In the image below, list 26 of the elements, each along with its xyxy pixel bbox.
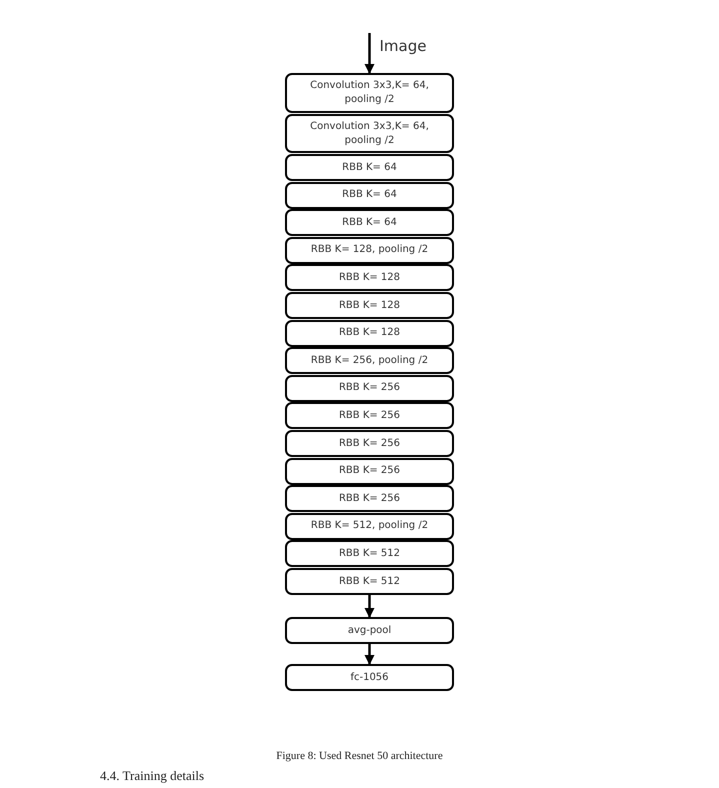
layer-box: RBB K= 512, pooling /2 xyxy=(285,512,454,540)
layer-box: Convolution 3x3,K= 64, pooling /2 xyxy=(285,114,454,153)
layer-box: RBB K= 128 xyxy=(285,292,454,319)
layer-box: RBB K= 256 xyxy=(285,430,454,457)
edge-label: Image xyxy=(380,37,426,55)
arrow xyxy=(364,595,374,618)
layer-box: RBB K= 512 xyxy=(285,568,454,595)
layer-box: RBB K= 256, pooling /2 xyxy=(285,347,454,374)
layer-box: fc-1056 xyxy=(285,664,454,691)
layer-box: RBB K= 64 xyxy=(285,209,454,236)
layer-box: RBB K= 64 xyxy=(285,182,454,209)
layer-box: RBB K= 64 xyxy=(285,154,454,181)
layer-box: Convolution 3x3,K= 64, pooling /2 xyxy=(285,73,454,113)
layer-box: RBB K= 256 xyxy=(285,402,454,430)
layer-box: RBB K= 128 xyxy=(285,264,454,292)
layer-box: avg-pool xyxy=(285,617,454,644)
layer-box: RBB K= 256 xyxy=(285,374,454,402)
arrow xyxy=(364,644,374,665)
layer-box: RBB K= 128 xyxy=(285,320,454,347)
layer-box: RBB K= 128, pooling /2 xyxy=(285,236,454,264)
layer-box: RBB K= 256 xyxy=(285,485,454,512)
layer-box: RBB K= 512 xyxy=(285,540,454,568)
layer-box: RBB K= 256 xyxy=(285,458,454,485)
arrow xyxy=(364,33,374,74)
figure-caption: Figure 8: Used Resnet 50 architecture xyxy=(275,750,444,762)
section-heading: 4.4. Training details xyxy=(100,768,204,784)
